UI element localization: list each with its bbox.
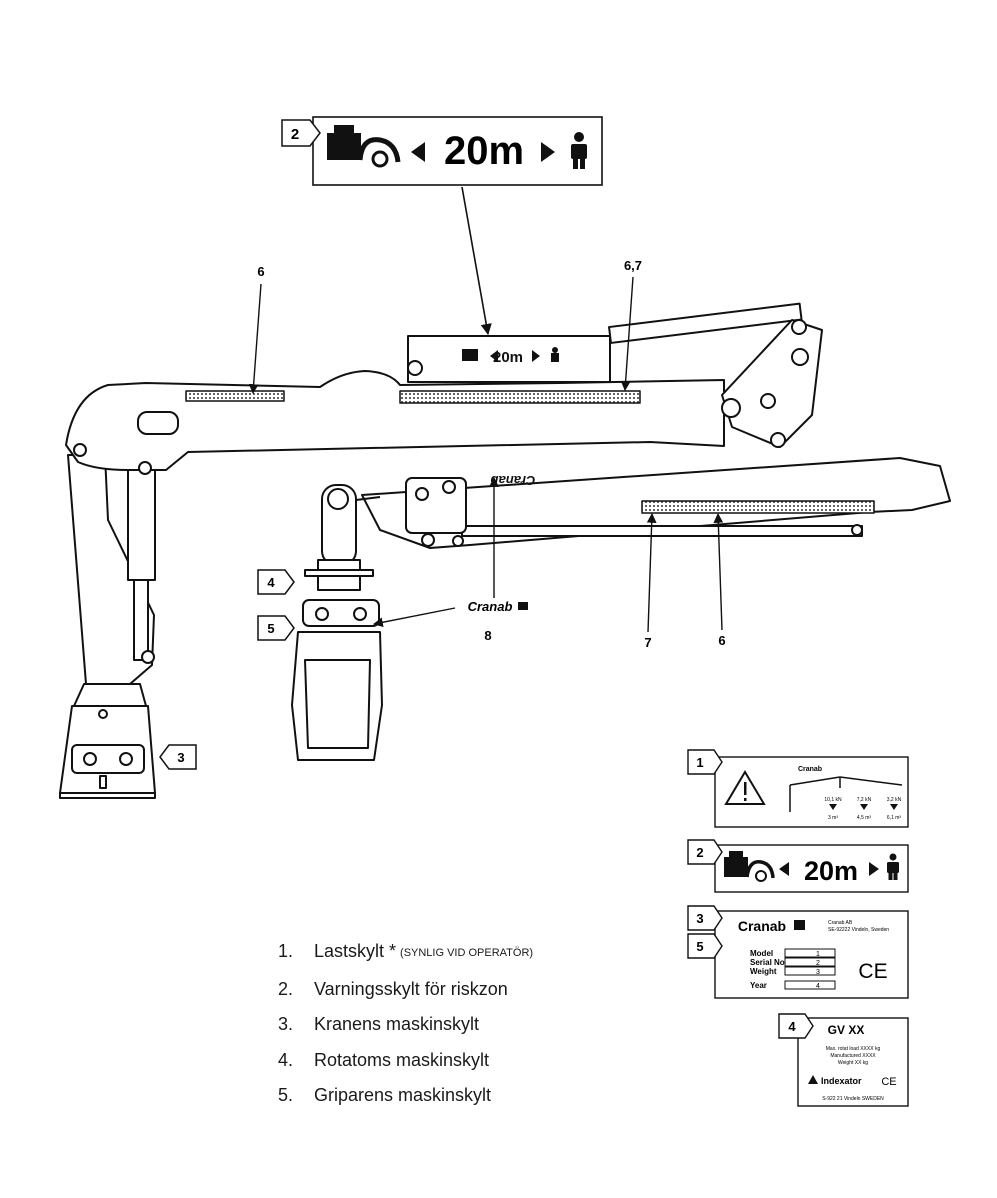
legend-item: 2.Varningsskylt för riskzon	[278, 978, 508, 999]
label-3-address-1: Cranab AB	[828, 920, 853, 926]
arrow-right-icon	[541, 142, 555, 162]
callout-6-7: 6,7	[624, 258, 642, 273]
boom-cylinder	[407, 335, 611, 383]
label-3-row-value: 2	[816, 960, 820, 967]
callout-6-top: 6	[257, 264, 264, 279]
number-badge	[778, 1013, 814, 1039]
label-3-row-label: Serial No.	[750, 958, 787, 967]
number-badge	[687, 905, 723, 931]
arrow-left-icon	[779, 862, 789, 876]
label-1-reach-2: 4,5 m³	[857, 815, 872, 821]
label-3-address-2: SE-92222 Vindeln, Sweden	[828, 927, 889, 933]
boom-decal-strip	[399, 390, 641, 404]
label-3-row-value: 3	[816, 969, 820, 976]
label-1-load-3: 3,2 kN	[887, 797, 902, 803]
callout-8: 8	[484, 628, 491, 643]
number-badge	[687, 933, 723, 959]
boom-decal-label: 20m	[493, 349, 523, 366]
person-icon	[887, 853, 899, 880]
label-4-rotator-plate: 4 GV XX Max. rotat load XXXX kg Manufact…	[778, 1013, 909, 1107]
crane-drawing: 20m Cranab	[59, 302, 951, 799]
number-badge	[281, 119, 321, 147]
boom-brand-decal: Cranab	[491, 473, 536, 488]
label-4-ce: CE	[881, 1076, 896, 1088]
crane-outline-icon	[789, 776, 903, 812]
label-1-reach-1: 3 m³	[828, 815, 838, 821]
warning-triangle-icon	[724, 770, 766, 805]
indexator-logo-icon	[808, 1075, 818, 1084]
ce-mark: CE	[858, 960, 887, 983]
label-3-row-label: Model	[750, 949, 773, 958]
outer-boom-decal-strip	[641, 500, 875, 514]
callouts: 6 6,7 6 7 Cranab 8 3 4 5	[159, 258, 726, 770]
grapple-head	[302, 599, 380, 627]
label-1-load-chart: 1 Cranab 10,1 kN 7,2 kN 3,2 kN 3 m³ 4,5 …	[687, 749, 909, 828]
label-3-row-value: 1	[816, 951, 820, 958]
forwarder-icon	[724, 851, 775, 882]
legend-item: 5.Griparens maskinskylt	[278, 1085, 492, 1105]
label-2-warning: 2 20m	[687, 839, 909, 893]
label-2-distance: 20m	[804, 856, 858, 886]
callout-8-decal: Cranab	[468, 599, 513, 614]
warning-sign-2: 2 20m	[281, 116, 603, 186]
label-4-badge: 4	[788, 1019, 796, 1034]
number-badge	[687, 749, 723, 775]
callout-3: 3	[177, 750, 184, 765]
legend-item: 3.Kranens maskinskylt	[278, 1014, 480, 1034]
callout-5: 5	[267, 621, 274, 636]
label-4-line-3: Weight XX kg	[838, 1060, 868, 1066]
person-icon	[571, 132, 587, 169]
label-3-row-value: 4	[816, 983, 820, 990]
number-badge	[159, 744, 197, 770]
label-3-brand: Cranab	[738, 918, 786, 934]
label-4-address: S-922 21 Vindeln SWEDEN	[822, 1096, 884, 1102]
label-4-line-1: Max. rotat load XXXX kg	[826, 1046, 881, 1052]
label-3-crane-plate: 3 5 Cranab Cranab AB SE-92222 Vindeln, S…	[687, 905, 909, 999]
brand-mark-icon	[794, 920, 805, 930]
legend-item: 4.Rotatoms maskinskylt	[278, 1049, 490, 1070]
label-3-row-label: Year	[750, 981, 767, 990]
label-1-reach-3: 6,1 m³	[887, 815, 902, 821]
main-boom-decal-strip	[185, 390, 285, 402]
forwarder-icon	[327, 125, 401, 168]
label-1-badge: 1	[696, 755, 703, 770]
sign2-leader-arrow	[461, 186, 492, 336]
arrow-left-icon	[411, 142, 425, 162]
callout-4: 4	[267, 575, 275, 590]
brand-mark-icon	[518, 602, 528, 610]
number-badge	[257, 569, 295, 595]
label-3-row-label: Weight	[750, 967, 777, 976]
label-4-line-2: Manufactured XXXX	[830, 1053, 876, 1059]
callout-7: 7	[644, 635, 651, 650]
label-4-model: GV XX	[828, 1023, 865, 1037]
label-2-badge: 2	[696, 845, 703, 860]
label-1-load-2: 7,2 kN	[857, 797, 872, 803]
arrow-right-icon	[869, 862, 879, 876]
label-4-brand: Indexator	[821, 1076, 862, 1086]
callout-6-bottom: 6	[718, 633, 725, 648]
label-5-badge: 5	[696, 939, 703, 954]
linkage-plate	[721, 319, 823, 448]
badge-label: 2	[291, 126, 299, 143]
label-3-badge: 3	[696, 911, 703, 926]
distance-label: 20m	[444, 129, 524, 173]
label-1-brand: Cranab	[798, 766, 822, 773]
number-badge	[687, 839, 723, 865]
legend-item: 1.Lastskylt *(SYNLIG VID OPERATÖR)	[278, 941, 534, 961]
number-badge	[257, 615, 295, 641]
legend-list: 1.Lastskylt *(SYNLIG VID OPERATÖR) 2.Var…	[278, 934, 533, 1114]
label-1-load-1: 10,1 kN	[824, 797, 842, 803]
